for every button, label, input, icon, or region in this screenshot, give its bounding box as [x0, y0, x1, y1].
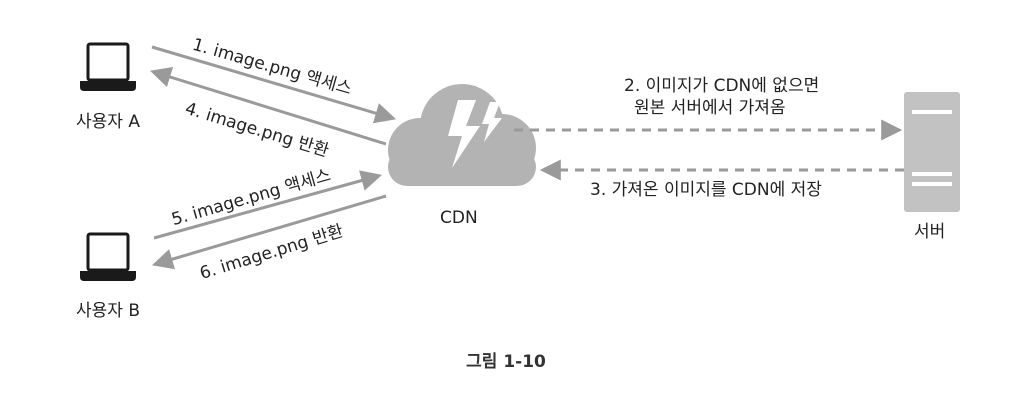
- cdn-label: CDN: [440, 208, 478, 228]
- server-icon: [904, 92, 960, 212]
- arrow-4-return: [149, 66, 387, 146]
- figure-caption: 그림 1-10: [466, 352, 546, 372]
- lightning-bolt-icon: [448, 100, 502, 168]
- arrow-6-return: [151, 194, 387, 270]
- laptop-icon-user-b: [80, 232, 136, 281]
- server-label: 서버: [914, 222, 946, 242]
- edge-label-2-line1: 2. 이미지가 CDN에 없으면: [624, 76, 820, 96]
- edge-label-3: 3. 가져온 이미지를 CDN에 저장: [590, 180, 822, 200]
- edge-label-2-line2: 원본 서버에서 가져옴: [634, 98, 786, 118]
- arrow-5-access: [153, 170, 383, 240]
- user-a-label: 사용자 A: [76, 112, 140, 132]
- user-b-label: 사용자 B: [76, 301, 140, 321]
- laptop-icon-user-a: [80, 42, 136, 91]
- arrow-1-access: [151, 45, 397, 124]
- cloud-icon: [388, 84, 536, 186]
